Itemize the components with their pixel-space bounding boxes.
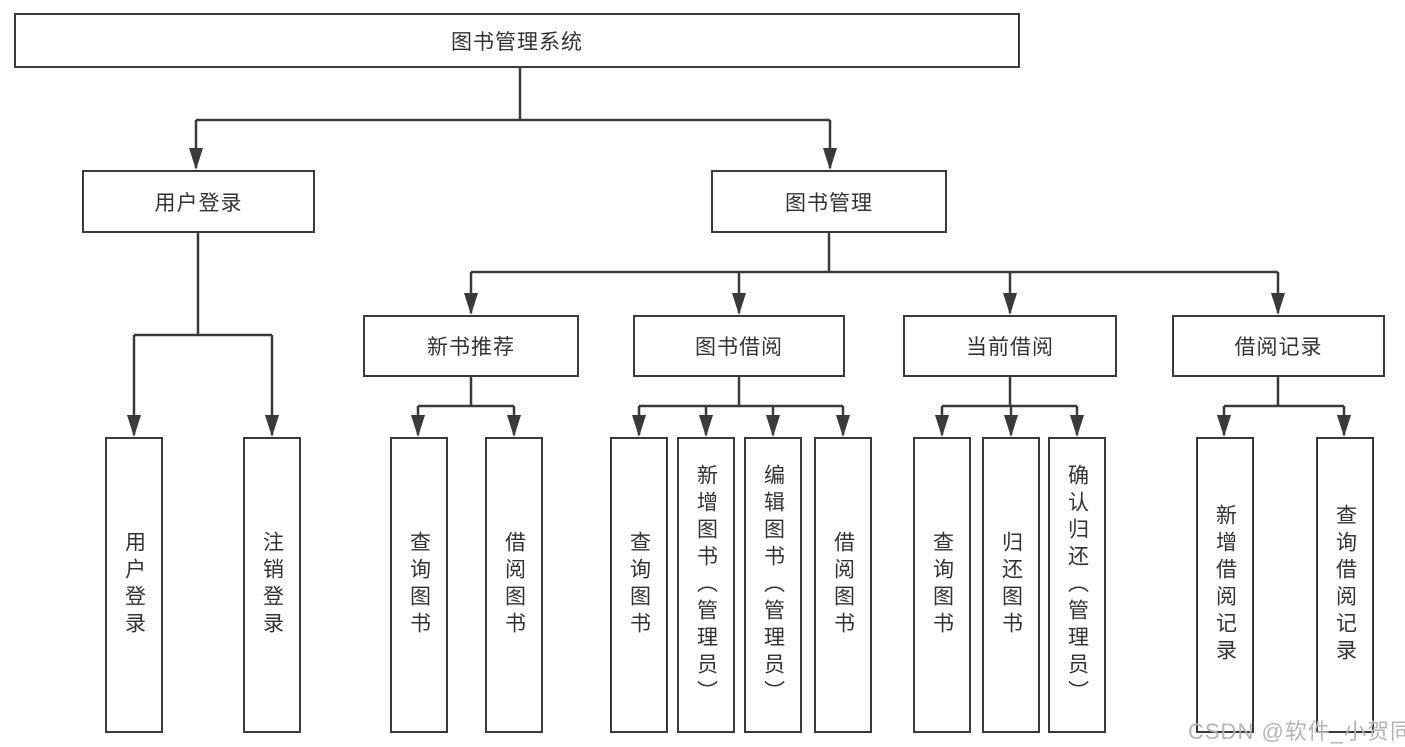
connector-new-book-to-leaves <box>416 377 516 435</box>
csdn-watermark: CSDN @软件_小贺同学 <box>1188 719 1405 744</box>
connector-user-login-to-leaves <box>132 233 274 435</box>
node-user-login: 用户登录 <box>82 170 315 233</box>
leaf-logout: 注销登录 <box>243 437 301 733</box>
node-book-borrowing: 图书借阅 <box>633 315 845 377</box>
node-borrowing-records: 借阅记录 <box>1172 315 1385 377</box>
leaf-add-books-admin: 新增图书（管理员） <box>677 437 735 733</box>
connector-book-borrow-to-leaves <box>637 377 845 435</box>
leaf-label: 用户登录 <box>122 531 146 639</box>
leaf-edit-books-admin: 编辑图书（管理员） <box>744 437 802 733</box>
leaf-confirm-return-admin: 确认归还（管理员） <box>1048 437 1106 733</box>
leaf-query-books-newbook: 查询图书 <box>390 437 448 733</box>
connector-root-to-level2 <box>194 68 832 168</box>
connector-borrow-rec-to-leaves <box>1222 377 1346 435</box>
node-label: 当前借阅 <box>966 336 1054 359</box>
node-label: 图书管理系统 <box>451 30 583 54</box>
node-label: 图书管理 <box>785 191 873 215</box>
leaf-label: 新增借阅记录 <box>1213 504 1237 666</box>
node-label: 用户登录 <box>154 191 243 215</box>
connector-cur-borrow-to-leaves <box>940 377 1079 435</box>
leaf-label: 编辑图书（管理员） <box>761 463 785 707</box>
leaf-return-books: 归还图书 <box>982 437 1040 733</box>
leaf-label: 确认归还（管理员） <box>1065 463 1089 707</box>
leaf-label: 查询图书 <box>627 531 651 639</box>
leaf-user-login: 用户登录 <box>105 437 163 733</box>
leaf-label: 借阅图书 <box>502 531 526 639</box>
leaf-label: 查询图书 <box>930 531 954 639</box>
connector-book-mgmt-to-level3 <box>469 233 1280 313</box>
node-new-book-recommend: 新书推荐 <box>363 315 579 377</box>
leaf-query-books-borrow: 查询图书 <box>610 437 668 733</box>
leaf-label: 借阅图书 <box>831 531 855 639</box>
node-label: 借阅记录 <box>1234 336 1323 359</box>
node-current-borrowing: 当前借阅 <box>903 315 1117 377</box>
leaf-add-borrow-record: 新增借阅记录 <box>1196 437 1254 733</box>
leaf-borrow-books: 借阅图书 <box>814 437 872 733</box>
node-label: 图书借阅 <box>695 336 783 359</box>
leaf-borrow-books-newbook: 借阅图书 <box>485 437 543 733</box>
node-label: 新书推荐 <box>427 336 515 359</box>
node-book-management: 图书管理 <box>711 170 947 233</box>
leaf-label: 查询借阅记录 <box>1333 504 1357 666</box>
leaf-label: 归还图书 <box>999 531 1023 639</box>
leaf-query-borrow-record: 查询借阅记录 <box>1316 437 1374 733</box>
leaf-label: 新增图书（管理员） <box>694 463 718 707</box>
leaf-query-books-current: 查询图书 <box>913 437 971 733</box>
leaf-label: 查询图书 <box>407 531 431 639</box>
node-library-management-system: 图书管理系统 <box>14 13 1020 68</box>
leaf-label: 注销登录 <box>260 531 284 639</box>
